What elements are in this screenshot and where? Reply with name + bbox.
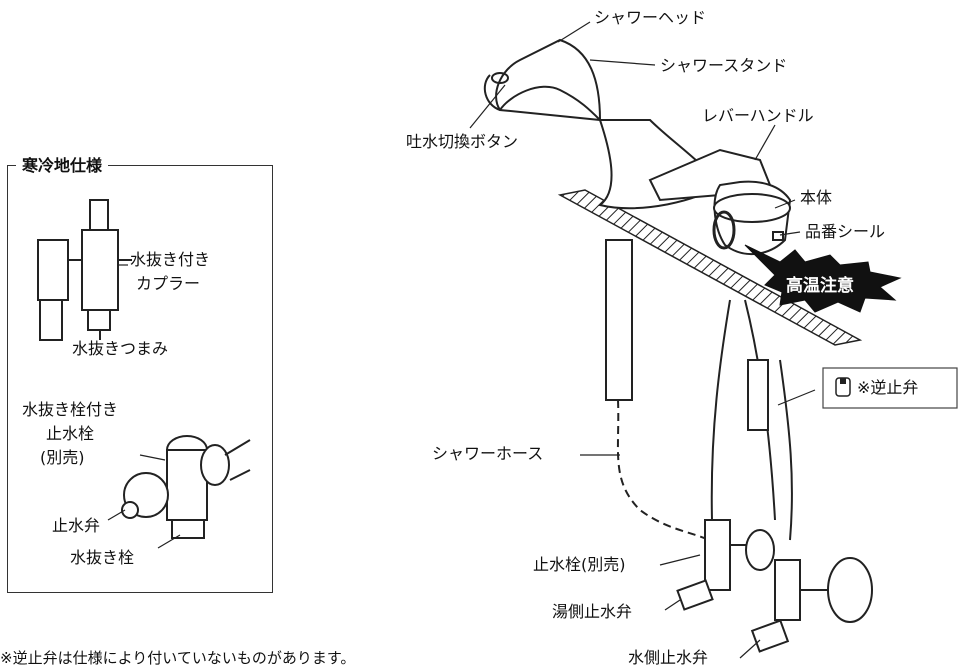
cold-region-frame: [7, 165, 273, 593]
hoses: [605, 239, 793, 561]
label-stop-cock: 止水栓(別売): [533, 555, 626, 574]
warning-burst: [744, 244, 902, 313]
label-check-valve: ※逆止弁: [857, 378, 919, 397]
check-valve-callout: [822, 367, 958, 409]
label-drain-stopcock-1: 水抜き栓付き: [22, 400, 119, 419]
label-drain-plug: 水抜き栓: [70, 548, 135, 567]
cold-region-art: [37, 199, 251, 539]
label-cold-stop-valve: 水側止水弁: [628, 648, 709, 667]
label-drain-stopcock-2: 止水栓: [46, 424, 95, 443]
label-part-number-seal: 品番シール: [805, 222, 886, 241]
cold-leader-lines: [99, 264, 181, 549]
label-shower-stand: シャワースタンド: [660, 56, 788, 75]
label-spout-switch: 吐水切換ボタン: [406, 132, 519, 151]
footnote: ※逆止弁は仕様により付いていないものがあります。: [0, 649, 356, 667]
stop-cocks: [676, 519, 873, 653]
label-drain-coupler-1: 水抜き付き: [130, 250, 211, 269]
label-hot-stop-valve: 湯側止水弁: [552, 602, 633, 621]
label-drain-coupler-2: カプラー: [136, 274, 201, 293]
label-drain-stopcock-3: (別売): [40, 448, 85, 467]
cold-region-title: 寒冷地仕様: [16, 152, 109, 176]
leader-lines: [469, 21, 816, 659]
warning-text: 高温注意: [786, 276, 854, 296]
label-lever-handle: レバーハンドル: [702, 106, 814, 125]
label-shower-hose: シャワーホース: [432, 444, 544, 463]
label-body: 本体: [800, 188, 833, 207]
label-shower-head: シャワーヘッド: [594, 8, 707, 27]
label-stop-valve: 止水弁: [52, 516, 101, 535]
shower-head-detail: [483, 72, 509, 111]
counter-top: [557, 189, 863, 346]
label-drain-knob: 水抜きつまみ: [72, 339, 169, 358]
